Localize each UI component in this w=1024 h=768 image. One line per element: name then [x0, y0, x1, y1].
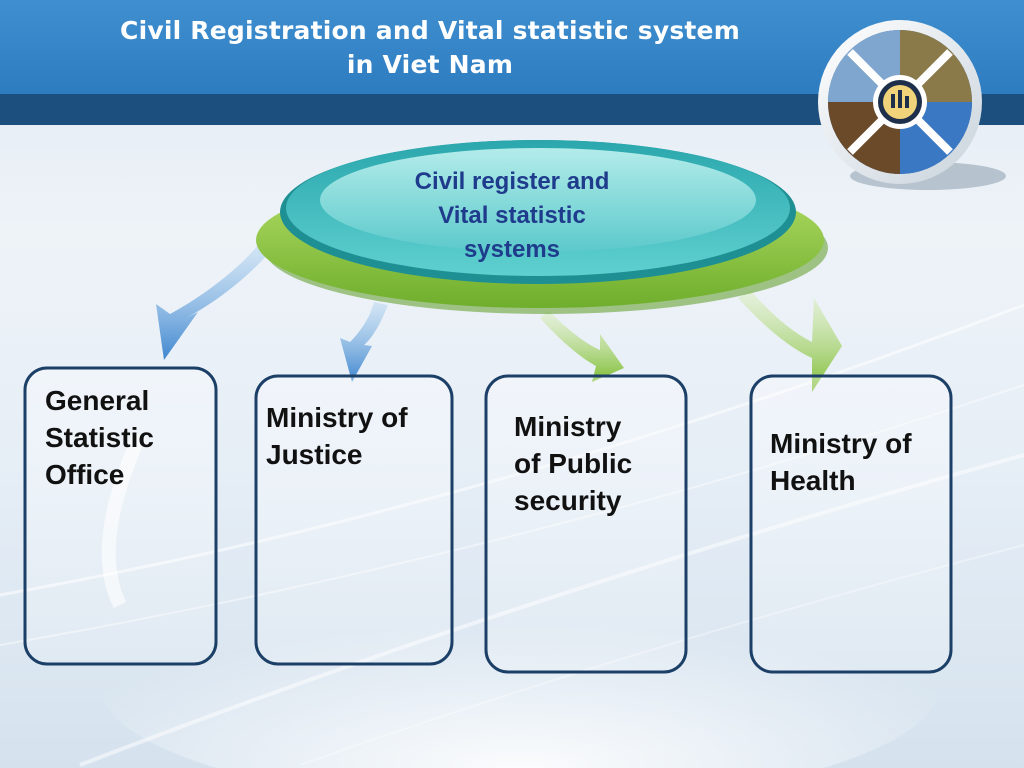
arrow-to-ministry-of-justice	[340, 302, 388, 382]
box-label-line: Ministry of	[770, 428, 912, 459]
hub-label-line-2: Vital statistic	[438, 202, 586, 229]
box-label-line: Ministry of	[266, 402, 408, 433]
box-ministry-of-justice	[254, 374, 454, 666]
box-label-line: of Public	[514, 448, 633, 479]
statistics-office-emblem-icon	[818, 20, 1006, 190]
box-label-line: Health	[770, 465, 856, 496]
arrow-to-ministry-of-public-security	[540, 310, 624, 382]
box-general-statistic-office	[23, 366, 218, 666]
box-label-line: Justice	[266, 439, 363, 470]
box-label-line: Ministry	[514, 411, 622, 442]
hub-label-line-3: systems	[463, 236, 561, 263]
box-ministry-of-health	[749, 374, 953, 674]
ministry-of-justice-label: Ministry of Justice	[266, 399, 408, 473]
slide-title-line-2: in Viet Nam	[346, 50, 514, 79]
arrow-to-general-statistic-office	[156, 245, 270, 360]
box-label-line: Statistic	[45, 422, 154, 453]
hub-label-line-1: Civil register and	[414, 168, 610, 195]
slide-title: Civil Registration and Vital statistic s…	[40, 14, 820, 82]
ministry-of-public-security-label: Ministry of Public security	[514, 408, 632, 519]
slide-title-line-1: Civil Registration and Vital statistic s…	[120, 16, 740, 45]
box-label-line: Office	[45, 459, 125, 490]
ministry-of-health-label: Ministry of Health	[770, 425, 912, 499]
box-label-line: security	[514, 485, 622, 516]
box-ministry-of-public-security	[484, 374, 688, 674]
box-label-line: General	[45, 385, 150, 416]
hub-node	[256, 140, 828, 314]
hub-label: Civil register and Vital statistic syste…	[380, 165, 644, 267]
general-statistic-office-label: General Statistic Office	[45, 382, 154, 493]
arrow-to-ministry-of-health	[738, 290, 842, 392]
